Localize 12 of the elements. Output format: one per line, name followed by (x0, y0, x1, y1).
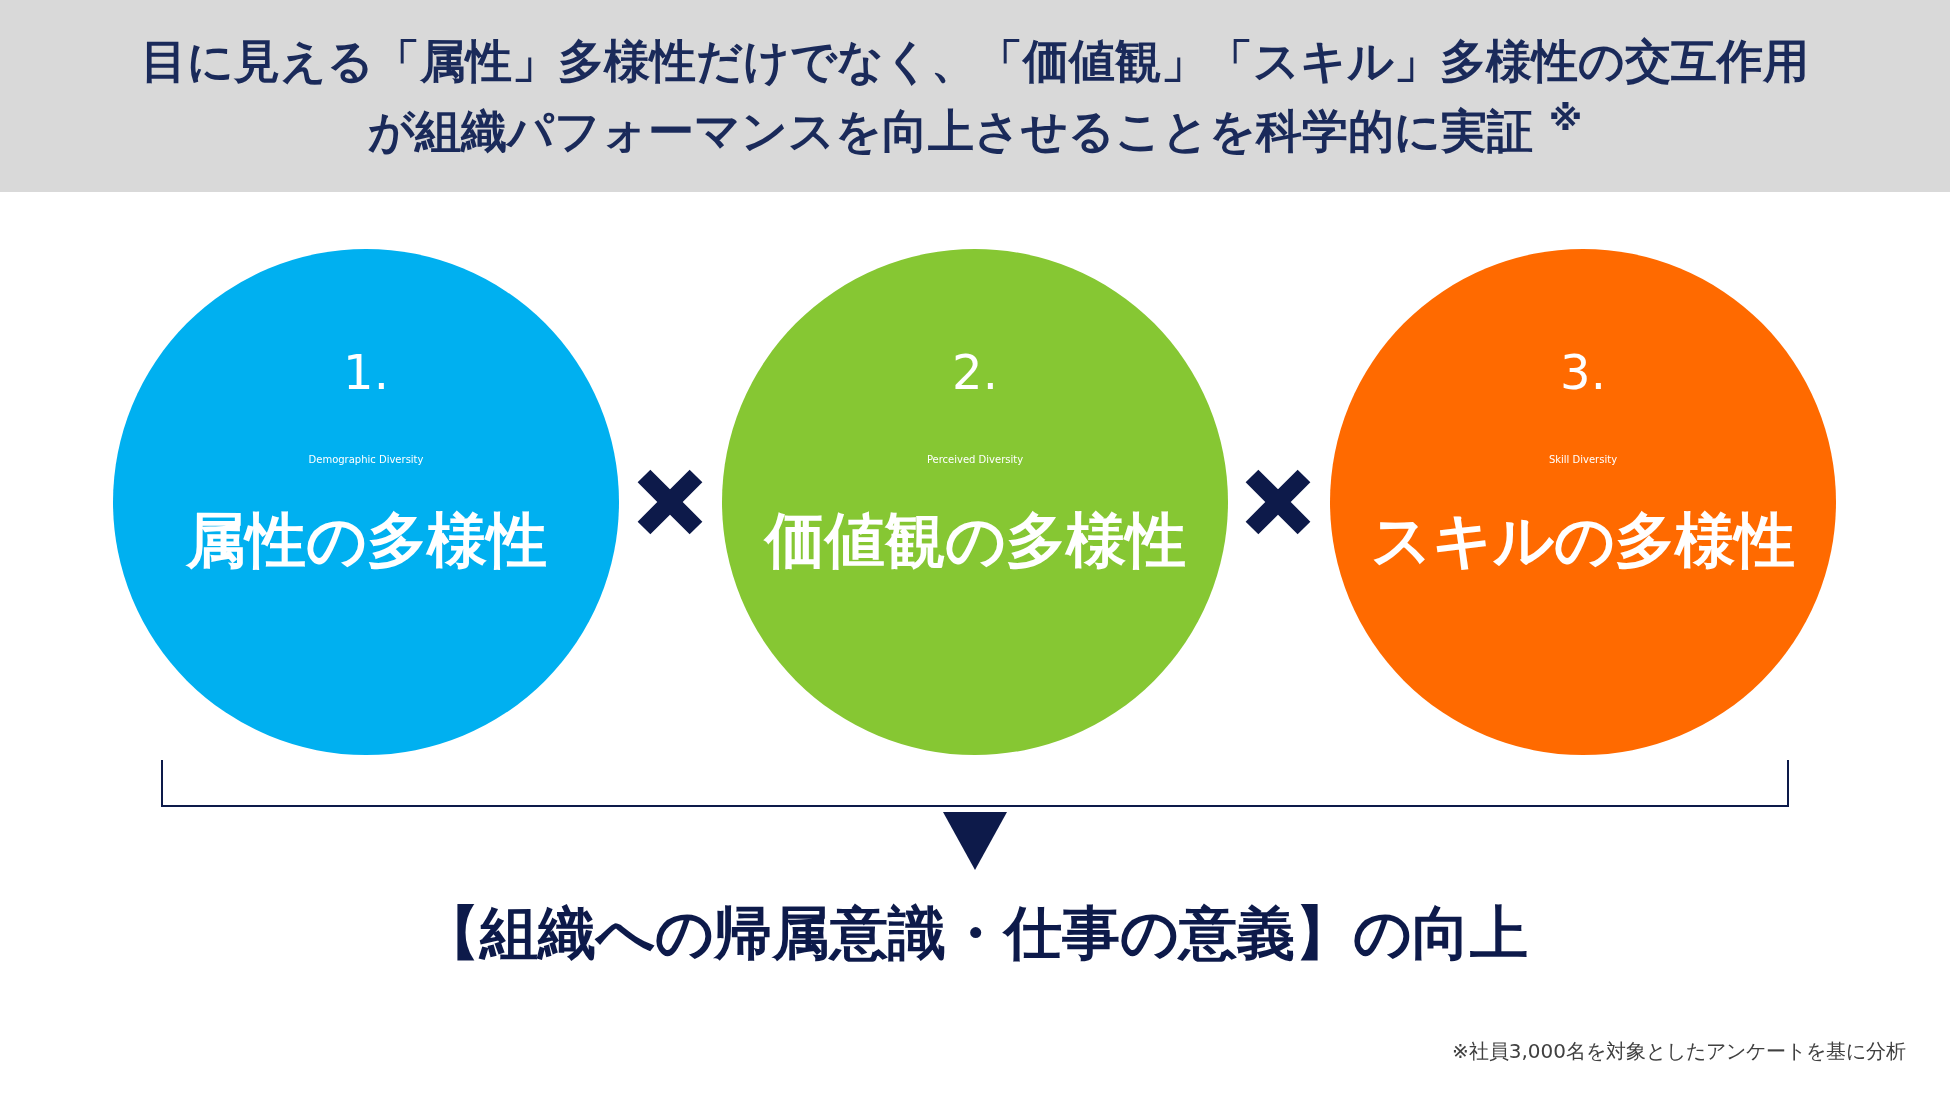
footnote: ※社員3,000名を対象としたアンケートを基に分析 (1452, 1038, 1906, 1064)
english-subtitle: Skill Diversity (1548, 454, 1618, 466)
result-text: 【組織への帰属意識・仕事の意義】の向上 (422, 895, 1528, 971)
item-number: 1. (343, 344, 389, 400)
english-subtitle: Demographic Diversity (308, 454, 424, 466)
item-number: 3. (1560, 344, 1606, 400)
circle-heading: スキルの多様性 (1371, 504, 1795, 576)
circle-heading: 価値観の多様性 (764, 504, 1186, 576)
title: 目に見える「属性」多様性だけでなく、「価値観」「スキル」多様性の交互作用が組織パフォーマンスを向上させることを科学的に実証 $^{※}$ (140, 33, 1810, 160)
item-number: 2. (952, 344, 998, 400)
english-subtitle: Perceived Diversity (926, 454, 1024, 466)
circle-heading: 属性の多様性 (185, 504, 547, 576)
